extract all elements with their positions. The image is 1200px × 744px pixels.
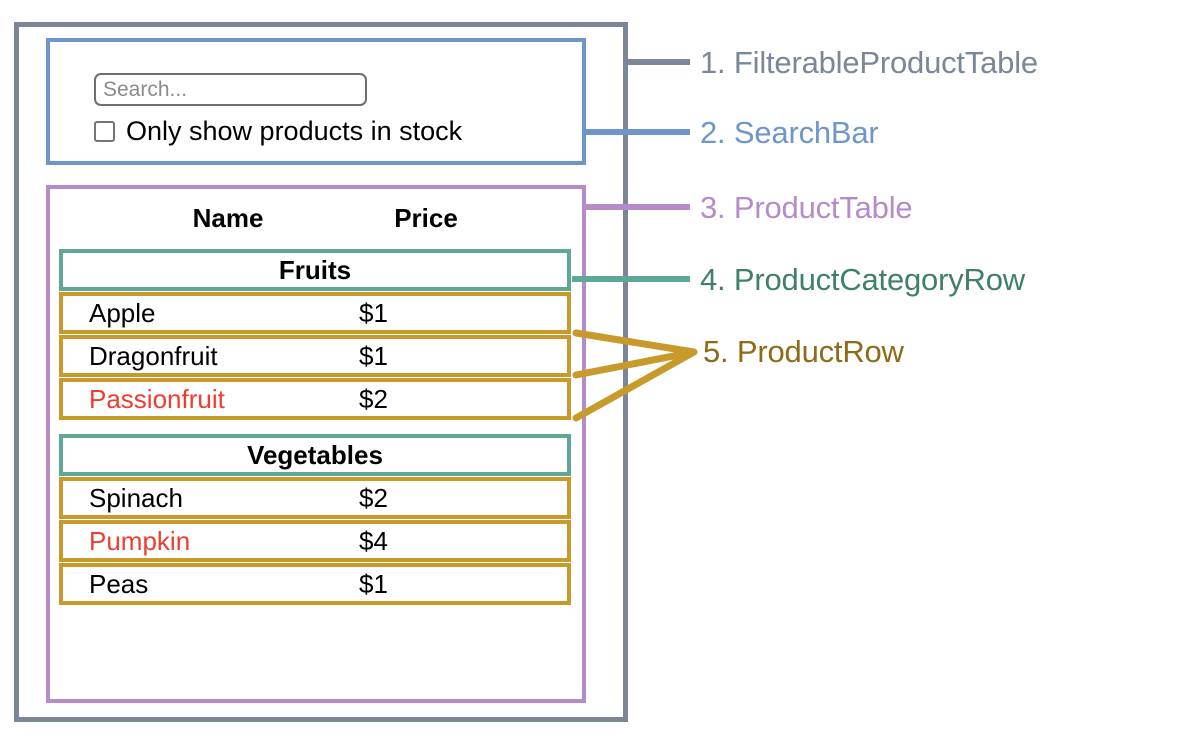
product-name: Spinach xyxy=(89,482,183,513)
product-rows-area: Fruits Apple $1 Dragonfruit $1 Passionfr… xyxy=(59,249,571,606)
callout-label-product-table: 3. ProductTable xyxy=(700,190,913,226)
product-price: $1 xyxy=(359,297,388,328)
callout-name: SearchBar xyxy=(733,115,879,150)
product-row: Apple $1 xyxy=(59,292,571,334)
product-name: Passionfruit xyxy=(89,383,225,414)
product-category-label: Vegetables xyxy=(247,439,383,470)
product-row: Peas $1 xyxy=(59,563,571,605)
callout-number: 1. xyxy=(700,45,726,80)
search-bar-frame: Only show products in stock xyxy=(46,38,586,165)
in-stock-checkbox-label: Only show products in stock xyxy=(126,116,463,146)
product-name: Pumpkin xyxy=(89,525,191,556)
callout-number: 2. xyxy=(700,115,726,150)
product-row: Pumpkin $4 xyxy=(59,520,571,562)
callout-label-filterable-product-table: 1. FilterableProductTable xyxy=(700,45,1038,81)
product-price: $1 xyxy=(359,340,388,371)
product-price: $4 xyxy=(359,525,388,556)
product-row: Dragonfruit $1 xyxy=(59,335,571,377)
product-table-header: Name Price xyxy=(50,203,582,237)
product-price: $2 xyxy=(359,383,388,414)
product-price: $2 xyxy=(359,482,388,513)
callout-name: FilterableProductTable xyxy=(733,45,1038,80)
product-name: Apple xyxy=(89,297,156,328)
product-price: $1 xyxy=(359,568,388,599)
callout-number: 4. xyxy=(700,262,726,297)
in-stock-checkbox[interactable] xyxy=(94,121,115,142)
product-name: Dragonfruit xyxy=(89,340,218,371)
callout-label-product-category-row: 4. ProductCategoryRow xyxy=(700,262,1025,298)
callout-name: ProductCategoryRow xyxy=(733,262,1025,297)
in-stock-filter-row[interactable]: Only show products in stock xyxy=(94,118,462,145)
group-spacer xyxy=(59,421,571,433)
callout-name: ProductTable xyxy=(733,190,913,225)
callout-name: ProductRow xyxy=(736,334,904,369)
product-row: Passionfruit $2 xyxy=(59,378,571,420)
column-header-price: Price xyxy=(394,203,458,233)
callout-number: 5. xyxy=(703,334,729,369)
callout-number: 3. xyxy=(700,190,726,225)
product-category-row: Fruits xyxy=(59,249,571,291)
product-category-row: Vegetables xyxy=(59,434,571,476)
product-row: Spinach $2 xyxy=(59,477,571,519)
product-category-label: Fruits xyxy=(278,254,352,285)
product-table-frame: Name Price Fruits Apple $1 Dragonfruit $… xyxy=(46,185,586,703)
filterable-product-table-frame: Only show products in stock Name Price F… xyxy=(14,22,628,722)
callout-label-search-bar: 2. SearchBar xyxy=(700,115,879,151)
column-header-name: Name xyxy=(192,203,264,233)
callout-label-product-row: 5. ProductRow xyxy=(703,334,904,370)
search-input[interactable] xyxy=(94,73,367,106)
product-name: Peas xyxy=(89,568,149,599)
